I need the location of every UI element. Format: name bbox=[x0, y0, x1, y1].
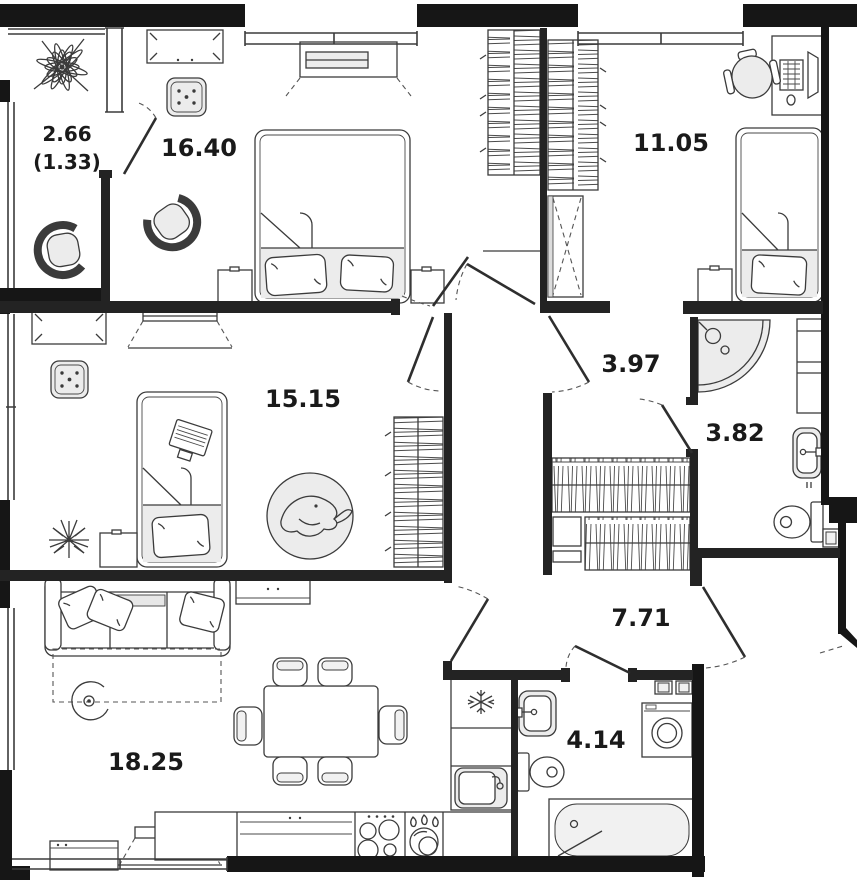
pouf bbox=[50, 360, 89, 399]
room-label-balcony-reduced: (1.33) bbox=[33, 150, 101, 174]
balcony-armchair bbox=[34, 223, 83, 279]
built-in-wardrobes bbox=[479, 29, 607, 252]
wardrobe bbox=[384, 416, 444, 568]
pillow bbox=[750, 254, 808, 296]
nightstand bbox=[697, 265, 733, 303]
fridge-snowflake-icon bbox=[467, 690, 495, 714]
laptop-icon bbox=[168, 418, 213, 462]
dresser bbox=[31, 310, 107, 345]
washbasin bbox=[513, 690, 557, 737]
bathroom-shower bbox=[697, 318, 840, 548]
room-label-bathroom-wc: 4.14 bbox=[566, 726, 625, 754]
pillow bbox=[264, 253, 328, 297]
living-kitchen bbox=[44, 577, 513, 871]
pillow bbox=[179, 591, 225, 633]
room-label-living-kitchen: 18.25 bbox=[108, 748, 184, 776]
bedroom-child bbox=[547, 35, 824, 303]
hall-storage bbox=[551, 457, 691, 571]
dresser bbox=[146, 29, 224, 64]
plant-icon bbox=[33, 38, 89, 92]
room-label-balcony: 2.66 bbox=[42, 122, 91, 146]
desk-chair bbox=[723, 48, 781, 99]
nightstand bbox=[99, 529, 138, 568]
room-label-bedroom-main: 16.40 bbox=[161, 134, 237, 162]
room-label-bathroom-shower: 3.82 bbox=[705, 419, 764, 447]
wardrobe bbox=[547, 39, 607, 191]
door-bathroom-shower bbox=[638, 398, 694, 454]
tv-stand bbox=[49, 840, 119, 871]
whale-drawing bbox=[280, 495, 353, 537]
balcony-door bbox=[122, 101, 158, 175]
sideboard bbox=[235, 579, 311, 605]
armchair bbox=[142, 195, 207, 257]
pouf bbox=[166, 77, 207, 117]
round-rug bbox=[266, 472, 354, 560]
monitor-icon bbox=[807, 50, 819, 100]
wall-cabinets bbox=[654, 680, 693, 695]
rug bbox=[52, 648, 222, 703]
pillow bbox=[339, 254, 395, 293]
interior-walls bbox=[0, 28, 840, 856]
hall-wardrobe bbox=[584, 516, 691, 571]
washing-machine-icon bbox=[641, 702, 693, 758]
tv-console bbox=[285, 41, 412, 97]
nightstand bbox=[217, 266, 253, 304]
wardrobe bbox=[479, 29, 541, 176]
plant-icon bbox=[49, 519, 89, 558]
double-bed bbox=[254, 129, 411, 304]
toilet bbox=[516, 752, 565, 792]
door-bathroom-wc bbox=[565, 644, 631, 675]
room-label-hallway-entry: 7.71 bbox=[611, 604, 670, 632]
duct-shaft bbox=[822, 528, 840, 548]
desk bbox=[771, 35, 823, 116]
door-bedroom-second bbox=[406, 316, 443, 392]
single-bed bbox=[735, 127, 824, 303]
bedroom-main bbox=[142, 29, 445, 304]
room-label-hallway-upper: 3.97 bbox=[601, 350, 660, 378]
door-bedroom-main bbox=[401, 256, 536, 307]
kitchen-counter bbox=[154, 811, 513, 861]
washbasin bbox=[792, 427, 824, 488]
bathtub bbox=[548, 798, 696, 862]
entrance-door bbox=[701, 586, 844, 669]
toilet bbox=[773, 501, 824, 543]
door-living bbox=[449, 585, 490, 662]
floor-lamp-icon bbox=[71, 681, 109, 721]
pillow bbox=[86, 588, 134, 632]
hall-wardrobe bbox=[551, 457, 691, 513]
mouse-icon bbox=[786, 94, 796, 106]
kitchen bbox=[154, 677, 513, 861]
dining-table bbox=[233, 657, 408, 786]
tv-console bbox=[127, 310, 233, 349]
door-bedroom-child bbox=[547, 315, 591, 393]
bathroom-shelves bbox=[796, 318, 824, 414]
shower-icon bbox=[697, 319, 771, 393]
bedroom-second bbox=[31, 310, 444, 568]
windows bbox=[6, 27, 744, 871]
doors bbox=[122, 101, 844, 675]
room-labels: 2.66 (1.33) 16.40 11.05 15.15 3.97 3.82 … bbox=[33, 122, 764, 776]
balcony bbox=[33, 38, 89, 279]
room-label-bedroom-child: 11.05 bbox=[633, 129, 709, 157]
room-label-bedroom-second: 15.15 bbox=[265, 385, 341, 413]
bathroom-wc bbox=[513, 680, 696, 862]
kitchen-sink-2 bbox=[454, 767, 508, 809]
sofa bbox=[44, 577, 231, 657]
hall-shelf bbox=[552, 516, 582, 563]
pillow bbox=[151, 513, 211, 559]
single-bed bbox=[136, 391, 228, 568]
tall-cabinet bbox=[547, 195, 584, 298]
exterior-walls bbox=[0, 4, 857, 880]
